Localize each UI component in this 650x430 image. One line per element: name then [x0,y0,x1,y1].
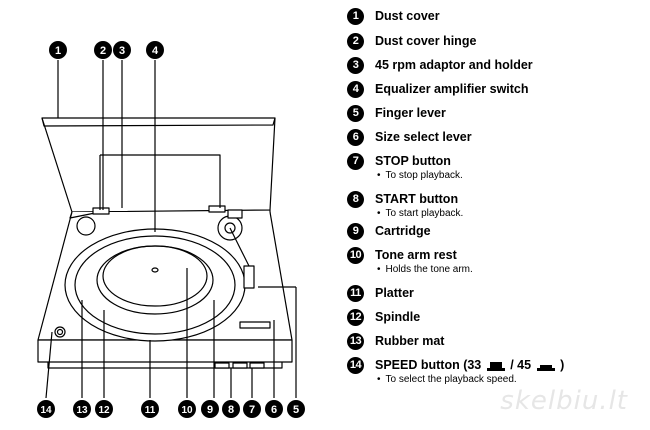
svg-text:13: 13 [76,405,88,416]
callout-3: 3 [113,41,131,59]
legend-item-1: 1 Dust cover [347,8,647,33]
number-badge: 3 [347,57,364,74]
callout-9: 9 [201,400,219,418]
part-note: Holds the tone arm. [377,264,647,276]
part-label: Dust cover [375,9,440,23]
callout-7: 7 [243,400,261,418]
svg-text:6: 6 [271,404,277,416]
part-label: Rubber mat [375,334,445,348]
speed-label-mid: / 45 [510,358,532,372]
legend-item-14: 14 SPEED button (33 / 45 ) To select the… [347,357,647,391]
part-label: Platter [375,286,414,300]
callout-2: 2 [94,41,112,59]
callout-6: 6 [265,400,283,418]
number-badge: 6 [347,129,364,146]
legend-item-10: 10 Tone arm rest Holds the tone arm. [347,247,647,285]
svg-text:10: 10 [181,405,193,416]
callout-11: 11 [141,400,159,418]
legend-item-13: 13 Rubber mat [347,333,647,357]
legend-item-2: 2 Dust cover hinge [347,33,647,57]
part-label: STOP button [375,154,451,168]
part-label: Tone arm rest [375,248,457,262]
legend-item-5: 5 Finger lever [347,105,647,129]
part-label: Cartridge [375,224,431,238]
number-badge: 1 [347,8,364,25]
part-note: To stop playback. [377,170,647,182]
part-label: Equalizer amplifier switch [375,82,529,96]
callout-13: 13 [73,400,91,418]
legend-item-7: 7 STOP button To stop playback. [347,153,647,191]
part-label: Spindle [375,310,421,324]
platter-drawing [64,228,246,342]
number-badge: 8 [347,191,364,208]
number-badge: 10 [347,247,364,264]
33rpm-icon [486,361,505,371]
svg-text:12: 12 [98,405,110,416]
legend-item-8: 8 START button To start playback. [347,191,647,223]
callout-8: 8 [222,400,240,418]
legend-item-3: 3 45 rpm adaptor and holder [347,57,647,81]
speed-label-suffix: ) [560,358,565,372]
callout-4: 4 [146,41,164,59]
45rpm-icon [536,364,555,371]
callout-14: 14 [37,400,55,418]
part-label: START button [375,192,459,206]
turntable-diagram: 1 2 3 4 14 13 12 11 10 9 8 7 6 5 [37,41,305,418]
number-badge: 12 [347,309,364,326]
part-label: Size select lever [375,130,472,144]
speed-label-prefix: SPEED button (33 [375,358,482,372]
dust-cover-drawing [41,117,276,219]
legend-item-6: 6 Size select lever [347,129,647,153]
part-label: Dust cover hinge [375,34,477,48]
part-note: To select the playback speed. [377,374,647,386]
number-badge: 14 [347,357,364,374]
callout-5: 5 [287,400,305,418]
tone-arm-drawing [217,209,255,289]
svg-text:8: 8 [228,404,234,416]
number-badge: 5 [347,105,364,122]
callout-10: 10 [178,400,196,418]
svg-text:9: 9 [207,404,213,416]
legend-item-11: 11 Platter [347,285,647,309]
part-label: SPEED button (33 / 45 ) [375,357,647,374]
svg-text:4: 4 [152,45,159,57]
svg-text:5: 5 [293,404,299,416]
callout-1: 1 [49,41,67,59]
svg-text:3: 3 [119,45,125,57]
legend-item-4: 4 Equalizer amplifier switch [347,81,647,105]
callout-12: 12 [95,400,113,418]
number-badge: 13 [347,333,364,350]
svg-text:14: 14 [40,405,52,416]
watermark: skelbiu.lt [500,386,628,416]
part-label: 45 rpm adaptor and holder [375,58,533,72]
legend-item-12: 12 Spindle [347,309,647,333]
number-badge: 4 [347,81,364,98]
parts-legend: 1 Dust cover 2 Dust cover hinge 3 45 rpm… [347,8,647,391]
number-badge: 11 [347,285,364,302]
number-badge: 9 [347,223,364,240]
number-badge: 2 [347,33,364,50]
svg-text:2: 2 [100,45,106,57]
part-label: Finger lever [375,106,446,120]
svg-text:7: 7 [249,404,255,416]
svg-text:11: 11 [145,405,156,416]
part-note: To start playback. [377,208,647,220]
number-badge: 7 [347,153,364,170]
legend-item-9: 9 Cartridge [347,223,647,247]
svg-text:1: 1 [55,45,61,57]
